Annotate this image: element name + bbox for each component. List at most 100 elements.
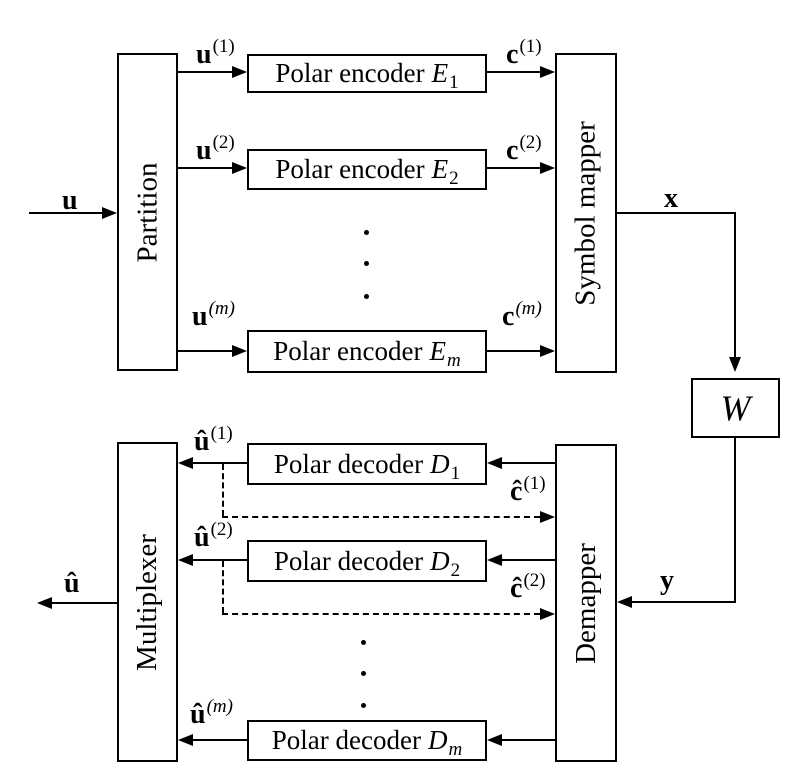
c1-label-sup: (1) [519, 36, 542, 57]
c1-label: c(1) [506, 37, 542, 70]
chat1-label-sup: (1) [523, 473, 546, 494]
um-label-sup: (m) [208, 298, 235, 319]
polar-encoder-1-text: Polar encoder [275, 58, 425, 88]
u1-label-sup: (1) [212, 36, 235, 57]
chat1-label-base: ĉ [510, 476, 523, 507]
polar-encoder-2-subscript: 2 [449, 168, 459, 189]
ellipsis-dot [364, 294, 369, 299]
u2-label-sup: (2) [212, 132, 235, 153]
u1-arrowhead-icon [232, 66, 247, 78]
polar-encoder-2-text: Polar encoder [275, 154, 425, 184]
polar-decoder-1-text: Polar decoder [273, 448, 424, 479]
uhat-output-line [50, 602, 117, 604]
polar-decoder-m-symbol: D [427, 725, 448, 755]
y-line-horizontal [630, 601, 736, 603]
demapper-label: Demapper [569, 542, 602, 664]
channel-w-label: W [720, 388, 751, 428]
demapper-box: Demapper [555, 444, 617, 762]
multiplexer-box: Multiplexer [117, 442, 178, 762]
uhat-output-label: û [64, 570, 80, 598]
symbol-mapper-label: Symbol mapper [569, 120, 602, 306]
demapper-to-decoderm-arrowhead-icon [487, 734, 502, 746]
polar-decoder-m-text: Polar decoder [271, 725, 421, 755]
polar-decoder-m-subscript: m [448, 739, 463, 760]
polar-encoder-2-symbol: E [431, 154, 449, 184]
uhat2-arrowhead-icon [178, 554, 193, 566]
symbol-mapper-box: Symbol mapper [555, 53, 617, 373]
demapper-to-decoder2-line [500, 559, 555, 561]
y-line-vertical [734, 438, 736, 603]
polar-encoder-m-symbol: E [429, 336, 446, 366]
demapper-to-decoderm-line [500, 739, 555, 741]
uhat1-label-base: û [194, 426, 210, 457]
c2-label: c(2) [506, 133, 542, 166]
chat2-label: ĉ(2) [510, 571, 546, 604]
x-label: x [664, 185, 678, 213]
u-input-arrowhead-icon [102, 207, 117, 219]
ellipsis-dot [364, 261, 369, 266]
uhat1-label: û(1) [194, 424, 233, 457]
polar-encoder-m-subscript: m [446, 350, 461, 371]
c2-label-base: c [506, 135, 519, 166]
cm-line [487, 350, 540, 352]
um-label-base: u [192, 301, 208, 332]
u2-arrowhead-icon [232, 162, 247, 174]
cm-label-base: c [502, 301, 515, 332]
uhatm-arrowhead-icon [178, 734, 193, 746]
demapper-to-decoder1-line [500, 462, 555, 464]
ellipsis-dot [364, 230, 369, 235]
c1-line [487, 71, 540, 73]
c2-label-sup: (2) [519, 132, 542, 153]
uhatm-label: û(m) [190, 697, 233, 730]
x-arrowhead-icon [729, 357, 741, 372]
uhat1-label-sup: (1) [210, 423, 233, 444]
multiplexer-label: Multiplexer [131, 533, 164, 671]
u2-line [178, 167, 234, 169]
u-input-label-base: u [62, 185, 78, 216]
channel-w-box: W [691, 378, 780, 438]
partition-label: Partition [131, 162, 164, 262]
uhat1-arrowhead-icon [178, 457, 193, 469]
x-line-horizontal [617, 212, 736, 214]
ellipsis-dot [361, 703, 366, 708]
cm-arrowhead-icon [540, 345, 555, 357]
ellipsis-dot [361, 640, 366, 645]
cm-label: c(m) [502, 299, 542, 332]
chat2-dashed-vertical [222, 561, 224, 613]
uhatm-label-base: û [190, 699, 206, 730]
um-line [178, 350, 234, 352]
u2-label-base: u [196, 135, 212, 166]
chat1-arrowhead-icon [540, 511, 555, 523]
uhat2-label-sup: (2) [210, 519, 233, 540]
chat1-dashed-vertical [222, 464, 224, 516]
y-label: y [660, 567, 674, 595]
um-arrowhead-icon [232, 345, 247, 357]
uhatm-label-sup: (m) [206, 696, 233, 717]
u2-label: u(2) [196, 133, 235, 166]
uhat-output-arrowhead-icon [37, 597, 52, 609]
partition-box: Partition [117, 53, 178, 371]
c1-label-base: c [506, 39, 519, 70]
u1-label: u(1) [196, 37, 235, 70]
polar-encoder-1-subscript: 1 [449, 72, 459, 93]
chat2-label-base: ĉ [510, 573, 523, 604]
um-label: u(m) [192, 299, 235, 332]
demapper-to-decoder2-arrowhead-icon [487, 554, 502, 566]
cm-label-sup: (m) [515, 298, 542, 319]
polar-decoder-2-symbol: D [430, 545, 450, 576]
polar-decoder-1-subscript: 1 [450, 462, 461, 484]
c1-arrowhead-icon [540, 66, 555, 78]
polar-decoder-1-symbol: D [430, 448, 450, 479]
u1-label-base: u [196, 39, 212, 70]
y-label-base: y [660, 565, 674, 596]
